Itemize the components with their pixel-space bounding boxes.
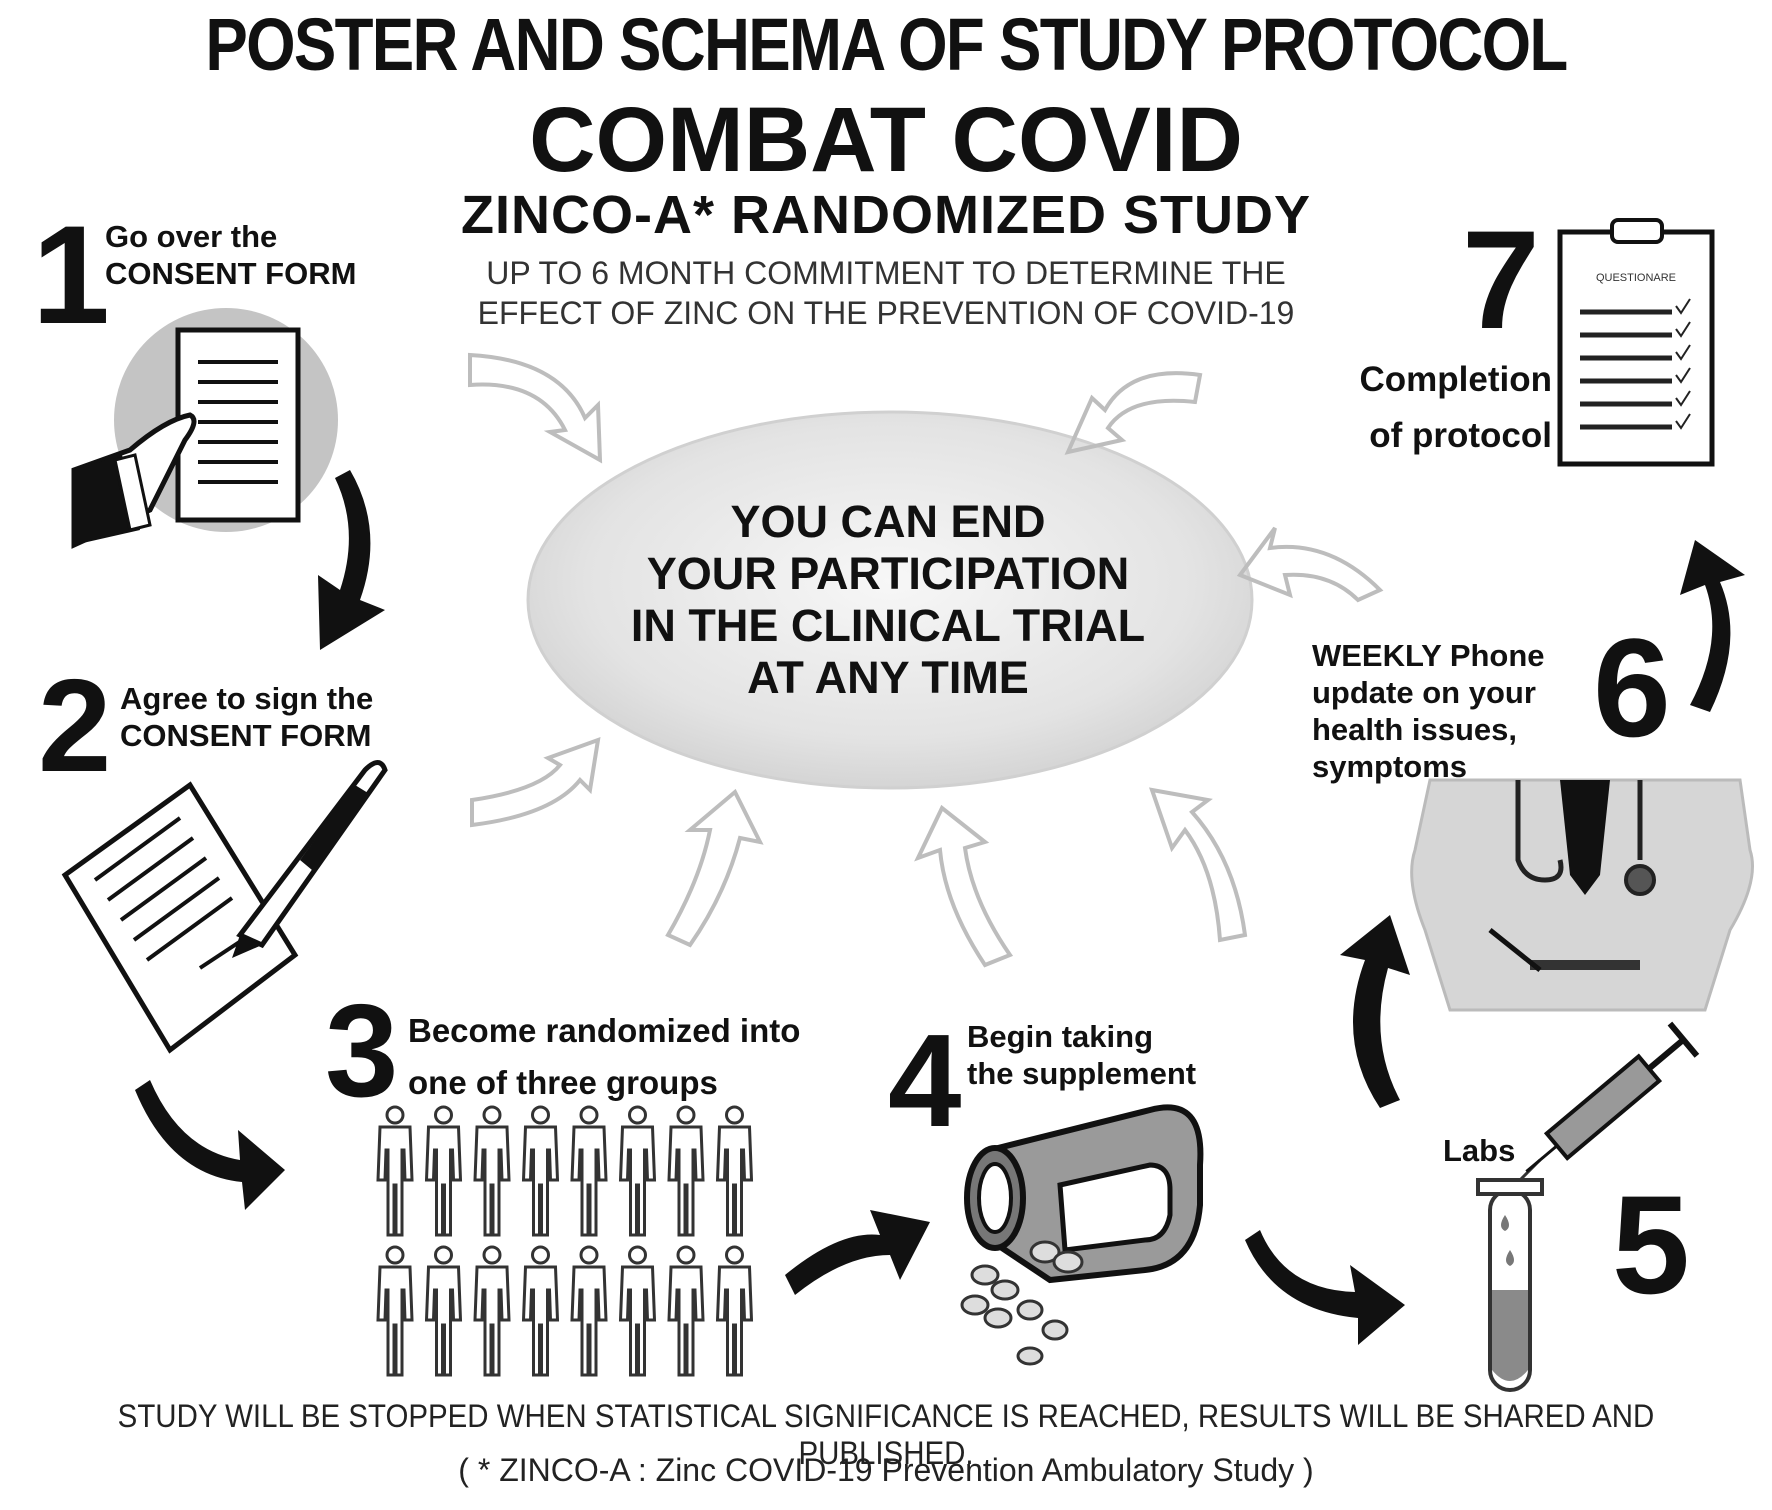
outline-arrow-bottom-1 (665, 788, 764, 948)
person-icon (424, 1245, 463, 1377)
step-6-label: WEEKLY Phone update on your health issue… (1312, 637, 1545, 785)
person-icon (618, 1105, 657, 1237)
step-2-label: Agree to sign the CONSENT FORM (120, 680, 373, 754)
person-icon (715, 1245, 754, 1377)
arrow-1-to-2 (318, 470, 385, 650)
step-1-label: Go over the CONSENT FORM (105, 218, 356, 292)
questionnaire-label: QUESTIONARE (1595, 272, 1677, 284)
step-6-number: 6 (1593, 609, 1671, 766)
labs-label: Labs (1443, 1133, 1516, 1168)
center-message: YOU CAN END YOUR PARTICIPATION IN THE CL… (558, 496, 1218, 704)
step-4-line-2: the supplement (967, 1056, 1197, 1091)
person-icon (376, 1245, 414, 1377)
arrow-4-to-5 (1245, 1230, 1405, 1345)
step-4-number: 4 (888, 1007, 962, 1154)
step-6-line-2: update on your (1312, 675, 1536, 710)
randomized-groups-people (376, 1105, 754, 1377)
step-3-line-2: one of three groups (408, 1064, 718, 1101)
step-4-line-1: Begin taking (967, 1019, 1154, 1054)
outline-arrow-right (1236, 526, 1384, 603)
step-7-number: 7 (1462, 201, 1540, 358)
step-1-line-1: Go over the (105, 219, 278, 254)
step-3-number: 3 (325, 977, 399, 1124)
arrow-3-to-4 (785, 1210, 930, 1295)
step-2-line-1: Agree to sign the (120, 681, 374, 716)
arrow-5-to-6 (1340, 915, 1410, 1108)
center-oval (526, 410, 1254, 790)
study-name: ZINCO-A* RANDOMIZED STUDY (461, 185, 1311, 245)
outline-arrow-left (470, 736, 601, 828)
questionnaire-clipboard-illustration (1557, 218, 1715, 467)
step-3-label: Become randomized into one of three grou… (408, 1005, 800, 1109)
step-7-line-1: Completion (1359, 360, 1552, 399)
step-7-label: Completion of protocol (1357, 352, 1552, 464)
step-1-number: 1 (32, 196, 110, 353)
person-icon (473, 1245, 511, 1377)
poster-subtitle: COMBAT COVID (529, 89, 1243, 191)
poster-title: POSTER AND SCHEMA OF STUDY PROTOCOL (205, 3, 1568, 86)
arrow-2-to-3 (135, 1080, 285, 1210)
step-2-number: 2 (38, 652, 112, 799)
person-icon (521, 1105, 560, 1237)
person-icon (424, 1105, 463, 1237)
step-6-line-1: WEEKLY Phone (1312, 638, 1545, 673)
outline-arrow-top-left (468, 352, 603, 464)
center-message-line-4: AT ANY TIME (747, 652, 1029, 703)
person-icon (376, 1105, 414, 1237)
doctor-illustration (1410, 778, 1754, 1012)
person-icon (715, 1105, 754, 1237)
labs-illustration (1476, 1021, 1700, 1392)
outline-arrows (468, 352, 1384, 968)
step-7-line-2: of protocol (1369, 416, 1552, 455)
outline-arrow-top-right (1064, 371, 1203, 455)
center-message-line-2: YOUR PARTICIPATION (646, 548, 1130, 599)
study-description-line-2: EFFECT OF ZINC ON THE PREVENTION OF COVI… (477, 295, 1295, 331)
person-icon (618, 1245, 657, 1377)
person-icon (667, 1105, 705, 1237)
person-icon (473, 1105, 511, 1237)
outline-arrow-bottom-3 (1148, 787, 1248, 943)
person-icon (570, 1105, 608, 1237)
step-5-number: 5 (1612, 1166, 1690, 1323)
step-6-line-3: health issues, (1312, 712, 1518, 747)
step-1-line-2: CONSENT FORM (105, 256, 357, 291)
center-message-line-1: YOU CAN END (730, 496, 1046, 547)
arrow-6-to-7 (1680, 540, 1745, 712)
step-3-line-1: Become randomized into (408, 1012, 801, 1049)
flow-arrows (135, 470, 1745, 1345)
center-message-line-3: IN THE CLINICAL TRIAL (630, 600, 1146, 651)
step-2-line-2: CONSENT FORM (120, 718, 372, 753)
step-4-label: Begin taking the supplement (967, 1018, 1196, 1092)
person-icon (667, 1245, 705, 1377)
footer-note: STUDY WILL BE STOPPED WHEN STATISTICAL S… (117, 1398, 1655, 1471)
person-icon (521, 1245, 560, 1377)
footer-footnote: ( * ZINCO-A : Zinc COVID-19 Prevention A… (458, 1452, 1314, 1488)
outline-arrow-bottom-2 (914, 804, 1014, 968)
step-6-line-4: symptoms (1312, 749, 1468, 784)
consent-form-review-illustration (71, 308, 338, 549)
study-description-line-1: UP TO 6 MONTH COMMITMENT TO DETERMINE TH… (486, 255, 1286, 291)
person-icon (570, 1245, 608, 1377)
consent-form-signing-illustration (61, 760, 388, 1054)
supplement-bottle-illustration (960, 1104, 1204, 1366)
